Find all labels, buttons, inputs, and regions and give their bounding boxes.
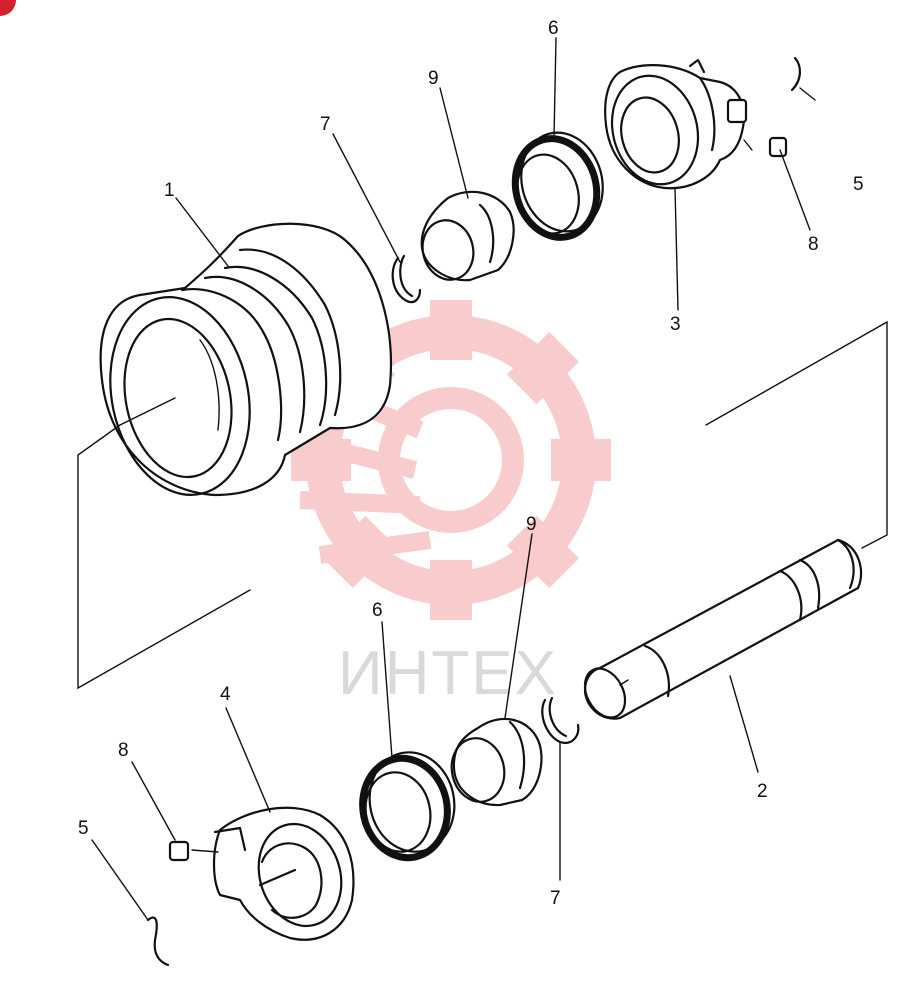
part-8-plug-bottom	[168, 840, 190, 862]
part-3-collar	[604, 58, 753, 190]
label-part-8-bottom: 8	[118, 740, 129, 761]
part-9-bushing-bottom	[450, 718, 543, 807]
part-8-plug-top	[768, 136, 788, 158]
part-9-bushing-top	[420, 190, 515, 282]
label-part-5-top: 5	[853, 174, 864, 195]
label-part-9-top: 9	[428, 68, 439, 89]
label-part-6-top: 6	[548, 18, 559, 39]
label-part-5-bottom: 5	[78, 818, 89, 839]
part-6-seal-top	[511, 131, 604, 241]
label-part-9-bottom: 9	[526, 514, 537, 535]
explode-line-left	[77, 424, 251, 690]
label-part-7-bottom: 7	[550, 888, 561, 909]
part-2-shaft	[583, 538, 863, 720]
label-part-6-bottom: 6	[372, 600, 383, 621]
part-5-lock-pin-top-leader	[799, 87, 816, 101]
explode-line-right	[705, 320, 888, 549]
part-4-collar	[191, 806, 355, 941]
label-part-4: 4	[220, 684, 231, 705]
label-part-3: 3	[670, 314, 681, 335]
label-part-7-top: 7	[320, 114, 331, 135]
label-part-2: 2	[757, 781, 768, 802]
part-5-lock-pin-bottom	[146, 916, 170, 967]
part-6-seal-bottom	[359, 751, 456, 862]
watermark-text: ИНТЕХ	[338, 639, 558, 708]
part-1-roller-body	[99, 222, 392, 497]
label-part-8-top: 8	[808, 234, 819, 255]
part-7-snap-ring-top	[391, 254, 422, 304]
corner-badge	[0, 0, 16, 16]
leader-lines	[91, 37, 811, 921]
label-part-1: 1	[164, 180, 175, 201]
part-5-lock-pin-top	[790, 56, 801, 92]
